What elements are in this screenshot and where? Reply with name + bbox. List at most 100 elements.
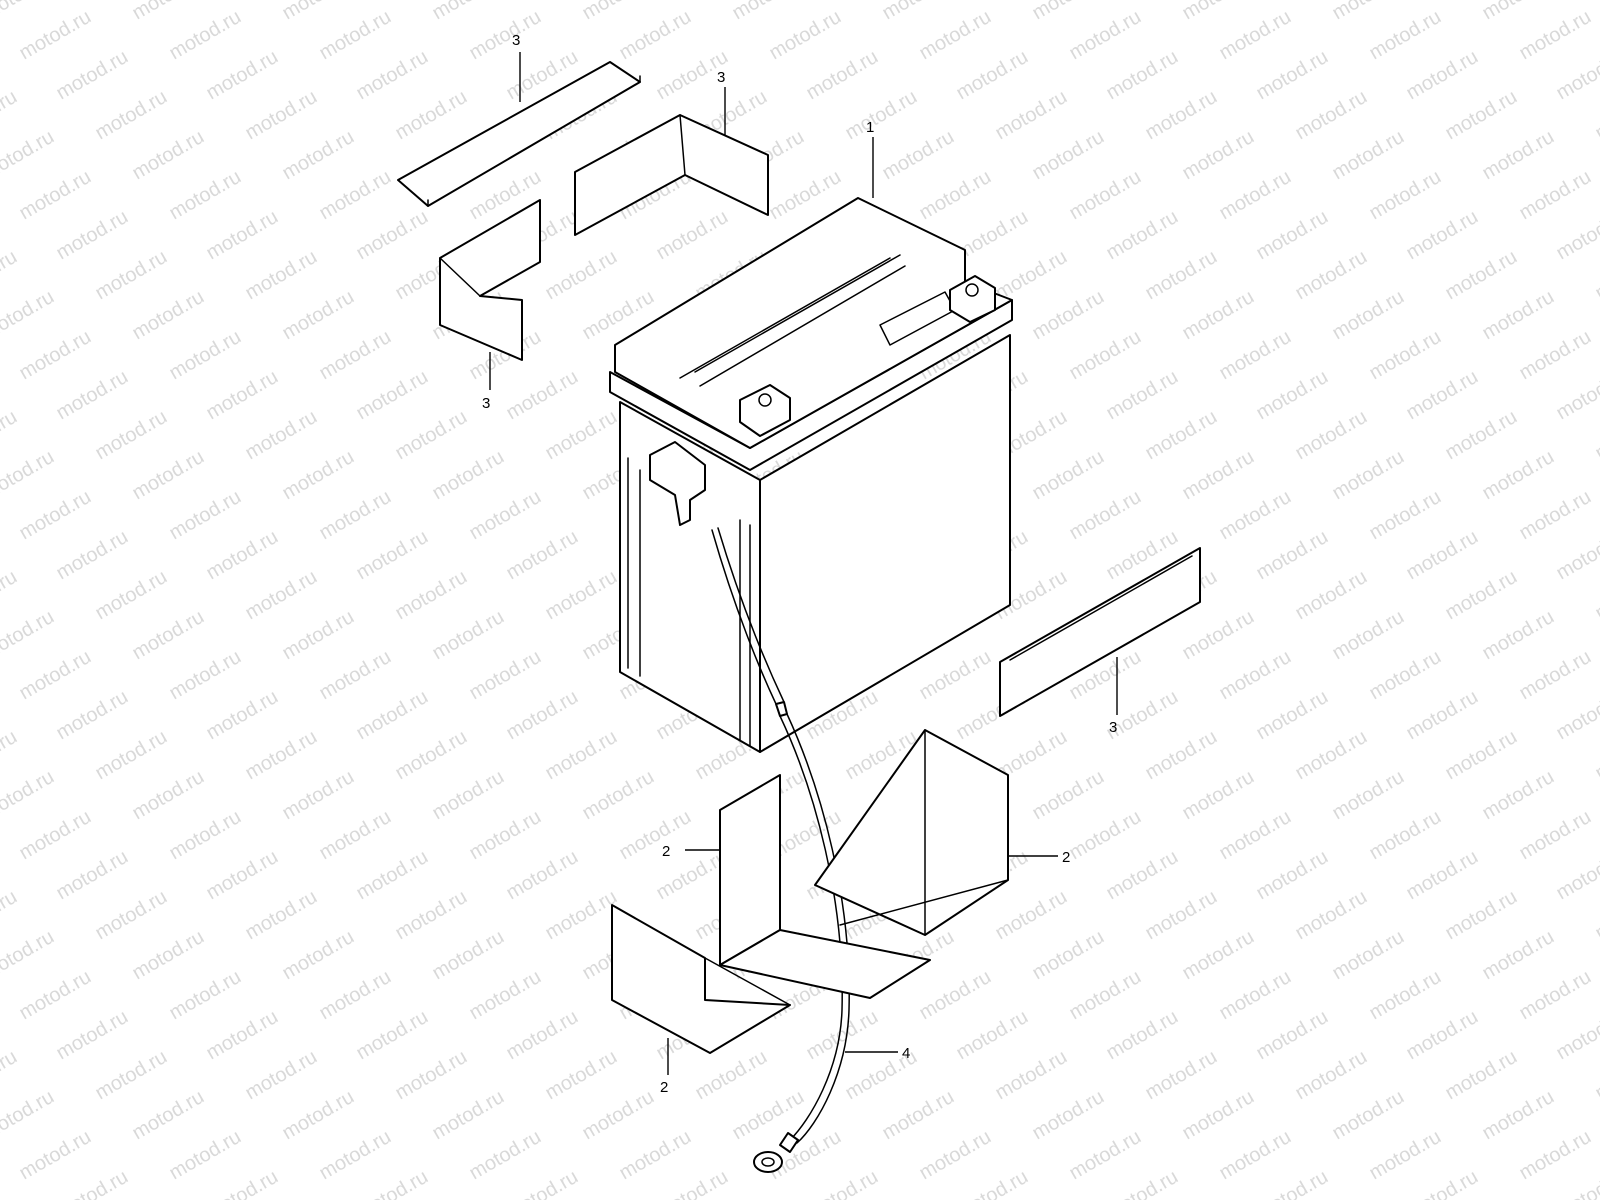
watermark-text: motod.ru bbox=[1442, 566, 1521, 625]
pad-3-top-left bbox=[397, 61, 641, 207]
watermark-text: motod.ru bbox=[729, 1086, 808, 1145]
watermark-text: motod.ru bbox=[1516, 6, 1595, 65]
watermark-text: motod.ru bbox=[1179, 446, 1258, 505]
watermark-text: motod.ru bbox=[203, 46, 282, 105]
watermark-text: motod.ru bbox=[166, 1126, 245, 1185]
watermark-text: motod.ru bbox=[279, 126, 358, 185]
watermark-text: motod.ru bbox=[1403, 366, 1482, 425]
watermark-text: motod.ru bbox=[1592, 406, 1600, 465]
watermark-text: motod.ru bbox=[1253, 1166, 1332, 1200]
watermark-text: motod.ru bbox=[0, 126, 58, 185]
watermark-text: motod.ru bbox=[692, 1046, 771, 1105]
watermark-text: motod.ru bbox=[0, 886, 21, 945]
watermark-text: motod.ru bbox=[166, 806, 245, 865]
watermark-text: motod.ru bbox=[1103, 366, 1182, 425]
watermark-text: motod.ru bbox=[1553, 526, 1600, 585]
watermark-text: motod.ru bbox=[1142, 1046, 1221, 1105]
watermark-text: motod.ru bbox=[1553, 206, 1600, 265]
watermark-text: motod.ru bbox=[1292, 86, 1371, 145]
watermark-text: motod.ru bbox=[616, 806, 695, 865]
watermark-text: motod.ru bbox=[803, 1166, 882, 1200]
watermark-text: motod.ru bbox=[1253, 846, 1332, 905]
watermark-text: motod.ru bbox=[1253, 1006, 1332, 1065]
watermark-text: motod.ru bbox=[542, 726, 621, 785]
watermark-text: motod.ru bbox=[1029, 286, 1108, 345]
watermark-text: motod.ru bbox=[1216, 6, 1295, 65]
pad-3-left bbox=[439, 199, 541, 361]
watermark-text: motod.ru bbox=[842, 86, 921, 145]
watermark-text: motod.ru bbox=[166, 966, 245, 1025]
watermark-text: motod.ru bbox=[1553, 46, 1600, 105]
watermark-text: motod.ru bbox=[1516, 1126, 1595, 1185]
watermark-text: motod.ru bbox=[279, 446, 358, 505]
watermark-text: motod.ru bbox=[1066, 6, 1145, 65]
watermark-text: motod.ru bbox=[1366, 646, 1445, 705]
watermark-text: motod.ru bbox=[129, 766, 208, 825]
watermark-text: motod.ru bbox=[1442, 86, 1521, 145]
watermark-text: motod.ru bbox=[129, 446, 208, 505]
watermark-text: motod.ru bbox=[1292, 406, 1371, 465]
watermark-text: motod.ru bbox=[1216, 486, 1295, 545]
watermark-text: motod.ru bbox=[992, 886, 1071, 945]
watermark-text: motod.ru bbox=[353, 846, 432, 905]
watermark-text: motod.ru bbox=[1592, 1046, 1600, 1105]
watermark-text: motod.ru bbox=[1329, 446, 1408, 505]
watermark-text: motod.ru bbox=[1253, 206, 1332, 265]
watermark-text: motod.ru bbox=[1142, 406, 1221, 465]
watermark-text: motod.ru bbox=[879, 126, 958, 185]
watermark-text: motod.ru bbox=[1592, 246, 1600, 305]
watermark-text: motod.ru bbox=[1553, 686, 1600, 745]
watermark-text: motod.ru bbox=[129, 1086, 208, 1145]
watermark-text: motod.ru bbox=[203, 1166, 282, 1200]
watermark-text: motod.ru bbox=[766, 6, 845, 65]
watermark-text: motod.ru bbox=[879, 1086, 958, 1145]
watermark-text: motod.ru bbox=[1029, 926, 1108, 985]
watermark-text: motod.ru bbox=[1366, 1126, 1445, 1185]
watermark-text: motod.ru bbox=[1366, 326, 1445, 385]
watermark-text: motod.ru bbox=[203, 526, 282, 585]
callout-1-battery: 1 bbox=[866, 119, 874, 136]
pad-3-right bbox=[999, 547, 1201, 717]
watermark-text: motod.ru bbox=[1479, 926, 1558, 985]
watermark-text: motod.ru bbox=[1029, 446, 1108, 505]
watermark-text: motod.ru bbox=[1329, 766, 1408, 825]
watermark-text: motod.ru bbox=[1403, 526, 1482, 585]
watermark-text: motod.ru bbox=[1216, 966, 1295, 1025]
watermark-text: motod.ru bbox=[1403, 846, 1482, 905]
watermark-text: motod.ru bbox=[392, 886, 471, 945]
watermark-text: motod.ru bbox=[16, 1126, 95, 1185]
watermark-text: motod.ru bbox=[1179, 606, 1258, 665]
watermark-text: motod.ru bbox=[429, 446, 508, 505]
watermark-text: motod.ru bbox=[1442, 886, 1521, 945]
watermark-text: motod.ru bbox=[579, 766, 658, 825]
watermark-text: motod.ru bbox=[92, 886, 171, 945]
watermark-text: motod.ru bbox=[16, 966, 95, 1025]
watermark-text: motod.ru bbox=[1216, 166, 1295, 225]
watermark-text: motod.ru bbox=[1179, 286, 1258, 345]
watermark-text: motod.ru bbox=[0, 0, 58, 24]
watermark-text: motod.ru bbox=[1516, 486, 1595, 545]
watermark-text: motod.ru bbox=[503, 366, 582, 425]
watermark-text: motod.ru bbox=[503, 1006, 582, 1065]
watermark-text: motod.ru bbox=[353, 206, 432, 265]
watermark-text: motod.ru bbox=[1253, 526, 1332, 585]
leader-lines bbox=[489, 52, 1118, 1075]
watermark-text: motod.ru bbox=[279, 926, 358, 985]
watermark-text: motod.ru bbox=[1292, 886, 1371, 945]
watermark-text: motod.ru bbox=[1103, 206, 1182, 265]
watermark-text: motod.ru bbox=[1066, 966, 1145, 1025]
watermark-text: motod.ru bbox=[279, 0, 358, 24]
watermark-text: motod.ru bbox=[242, 86, 321, 145]
watermark-text: motod.ru bbox=[542, 886, 621, 945]
watermark-text: motod.ru bbox=[1403, 686, 1482, 745]
watermark-text: motod.ru bbox=[1479, 446, 1558, 505]
watermark-text: motod.ru bbox=[203, 206, 282, 265]
watermark-text: motod.ru bbox=[1329, 926, 1408, 985]
watermark-text: motod.ru bbox=[1066, 1126, 1145, 1185]
watermark-text: motod.ru bbox=[353, 526, 432, 585]
watermark-text: motod.ru bbox=[0, 606, 58, 665]
watermark-text: motod.ru bbox=[0, 246, 21, 305]
watermark-text: motod.ru bbox=[542, 406, 621, 465]
watermark-text: motod.ru bbox=[1442, 406, 1521, 465]
